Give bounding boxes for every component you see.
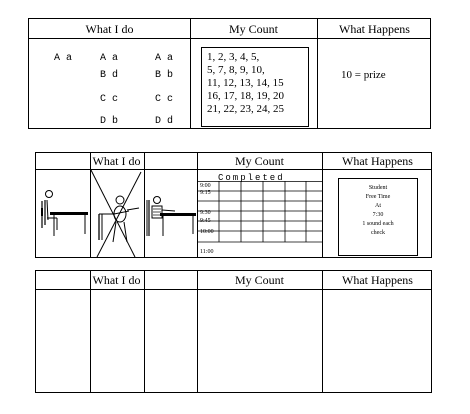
table-1: What I do My Count What Happens A a A a … bbox=[28, 18, 431, 129]
person-working-picture bbox=[146, 196, 196, 236]
count-line: 11, 12, 13, 14, 15 bbox=[207, 77, 284, 89]
count-box: 1, 2, 3, 4, 5, 5, 7, 8, 9, 10, 11, 12, 1… bbox=[201, 47, 309, 127]
note-line: 7:30 bbox=[372, 212, 384, 218]
time-label: 9:15 bbox=[200, 190, 211, 196]
letter-pair: D d bbox=[155, 116, 174, 127]
time-label: 9:45 bbox=[200, 218, 211, 224]
table-2: What I do My Count What Happens bbox=[35, 152, 432, 258]
letter-pair: A a bbox=[155, 53, 174, 64]
person-sitting-picture bbox=[41, 190, 88, 236]
note-line: Student bbox=[368, 185, 388, 191]
letter-pair: A a bbox=[54, 53, 73, 64]
letter-pair: B d bbox=[100, 70, 119, 81]
time-label: 9:30 bbox=[200, 210, 211, 216]
header-my-count: My Count bbox=[234, 273, 284, 287]
count-line: 1, 2, 3, 4, 5, bbox=[207, 51, 260, 63]
time-label: 9:00 bbox=[200, 183, 211, 189]
count-line: 16, 17, 18, 19, 20 bbox=[207, 90, 284, 102]
header-what-i-do: What I do bbox=[92, 273, 141, 287]
completed-title: Completed bbox=[218, 173, 285, 183]
letter-pair: B b bbox=[155, 70, 174, 81]
schedule-grid bbox=[198, 181, 322, 243]
free-time-note: Student Free Time At 7:30 1 sound each c… bbox=[338, 178, 418, 256]
count-line: 21, 22, 23, 24, 25 bbox=[207, 103, 284, 115]
time-label: 10:00 bbox=[200, 229, 214, 235]
letter-pair: D b bbox=[100, 116, 119, 127]
time-label: 11:00 bbox=[200, 249, 214, 255]
letter-pair: C c bbox=[155, 94, 174, 105]
header-my-count: My Count bbox=[234, 154, 284, 168]
table-3: What I do My Count What Happens bbox=[35, 270, 432, 393]
header-what-happens: What Happens bbox=[342, 154, 413, 168]
note-line: check bbox=[371, 230, 385, 236]
header-what-i-do: What I do bbox=[85, 22, 134, 36]
note-line: Free Time bbox=[365, 194, 391, 200]
letter-pair: A a bbox=[100, 53, 119, 64]
header-what-happens: What Happens bbox=[339, 22, 410, 36]
count-line: 5, 7, 8, 9, 10, bbox=[207, 64, 265, 76]
header-what-i-do: What I do bbox=[92, 154, 141, 168]
letter-pair: C c bbox=[100, 94, 119, 105]
header-what-happens: What Happens bbox=[342, 273, 413, 287]
prize-text: 10 = prize bbox=[341, 69, 386, 81]
note-line: 1 sound each bbox=[362, 221, 394, 227]
note-line: At bbox=[375, 203, 381, 209]
header-my-count: My Count bbox=[228, 22, 278, 36]
person-standing-crossed-picture bbox=[91, 170, 142, 258]
